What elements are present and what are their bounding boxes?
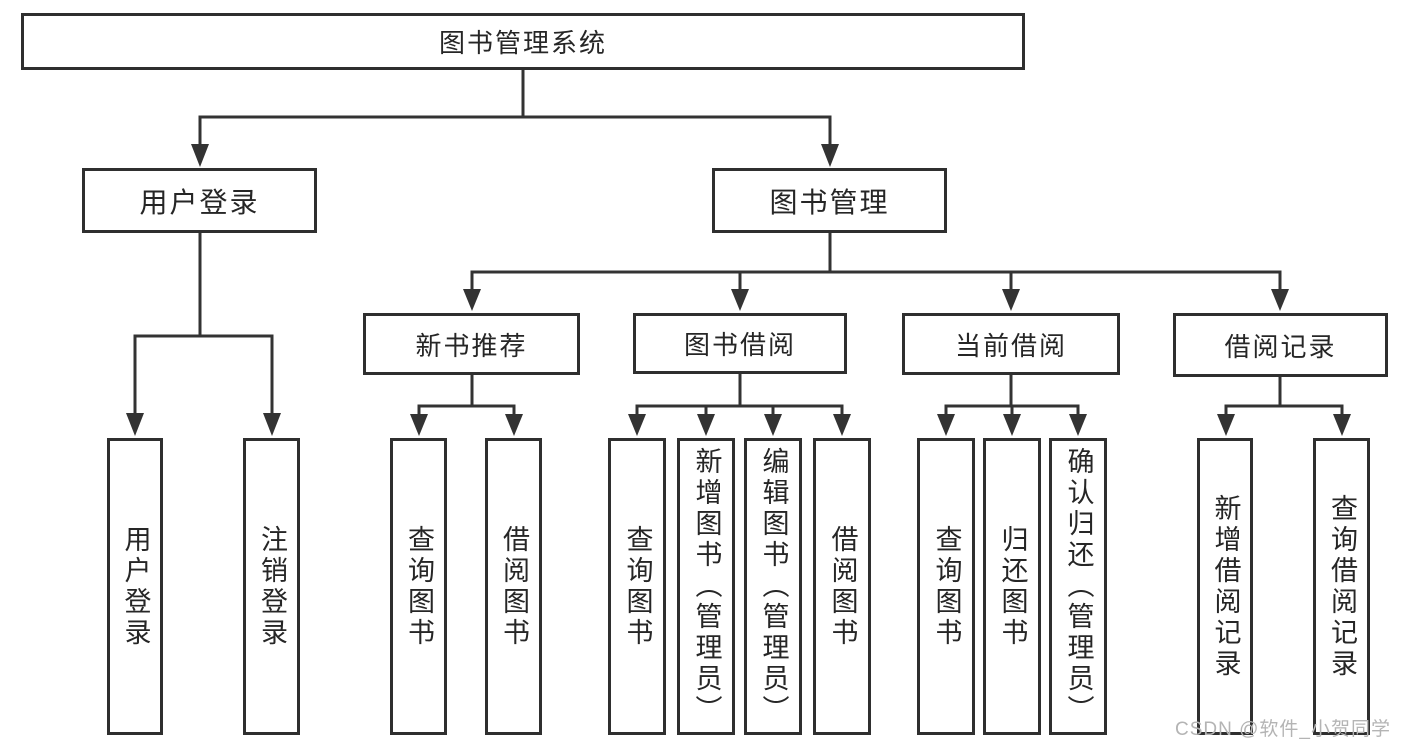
leaf-logout-label: 注销登录 (257, 524, 287, 649)
node-borrow-records: 借阅记录 (1173, 313, 1388, 377)
leaf-current-confirm-return-admin-label: 确认归还（管理员） (1063, 447, 1094, 726)
node-book-management-label: 图书管理 (769, 186, 890, 218)
leaf-newbooks-query-books-label: 查询图书 (404, 524, 434, 649)
leaf-borrow-borrow-books-label: 借阅图书 (827, 524, 858, 649)
node-current-borrow: 当前借阅 (902, 313, 1120, 375)
leaf-borrow-add-books-admin-label: 新增图书（管理员） (691, 447, 722, 726)
leaf-borrow-query-books: 查询图书 (608, 438, 666, 735)
leaf-current-query-books-label: 查询图书 (931, 524, 962, 649)
leaf-logout: 注销登录 (243, 438, 300, 735)
leaf-records-query-label: 查询借阅记录 (1327, 493, 1357, 680)
leaf-newbooks-borrow-books: 借阅图书 (485, 438, 542, 735)
leaf-user-login-label: 用户登录 (120, 524, 151, 649)
leaf-records-add-label: 新增借阅记录 (1210, 493, 1241, 680)
node-user-login: 用户登录 (82, 168, 317, 233)
leaf-newbooks-borrow-books-label: 借阅图书 (499, 524, 529, 649)
leaf-borrow-edit-books-admin: 编辑图书（管理员） (744, 438, 802, 735)
node-root-label: 图书管理系统 (438, 28, 607, 58)
leaf-borrow-edit-books-admin-label: 编辑图书（管理员） (758, 447, 789, 726)
leaf-current-return-books-label: 归还图书 (997, 524, 1028, 649)
node-root: 图书管理系统 (21, 13, 1025, 70)
leaf-borrow-query-books-label: 查询图书 (622, 524, 653, 649)
leaf-current-query-books: 查询图书 (917, 438, 975, 735)
leaf-borrow-add-books-admin: 新增图书（管理员） (677, 438, 735, 735)
arrowheads (126, 144, 1351, 436)
node-book-management: 图书管理 (712, 168, 947, 233)
node-book-borrow: 图书借阅 (633, 313, 847, 374)
node-user-login-label: 用户登录 (139, 186, 260, 218)
leaf-user-login: 用户登录 (107, 438, 163, 735)
leaf-borrow-borrow-books: 借阅图书 (813, 438, 871, 735)
leaf-current-return-books: 归还图书 (983, 438, 1041, 735)
node-current-borrow-label: 当前借阅 (954, 330, 1067, 361)
leaf-records-query: 查询借阅记录 (1313, 438, 1370, 735)
leaf-records-add: 新增借阅记录 (1197, 438, 1253, 735)
watermark: CSDN @软件_小贺同学 (1175, 719, 1391, 740)
node-new-book-recommend: 新书推荐 (363, 313, 580, 375)
leaf-current-confirm-return-admin: 确认归还（管理员） (1049, 438, 1107, 735)
leaf-newbooks-query-books: 查询图书 (390, 438, 447, 735)
node-book-borrow-label: 图书借阅 (683, 330, 796, 360)
node-borrow-records-label: 借阅记录 (1224, 331, 1337, 362)
node-new-book-recommend-label: 新书推荐 (415, 330, 528, 361)
